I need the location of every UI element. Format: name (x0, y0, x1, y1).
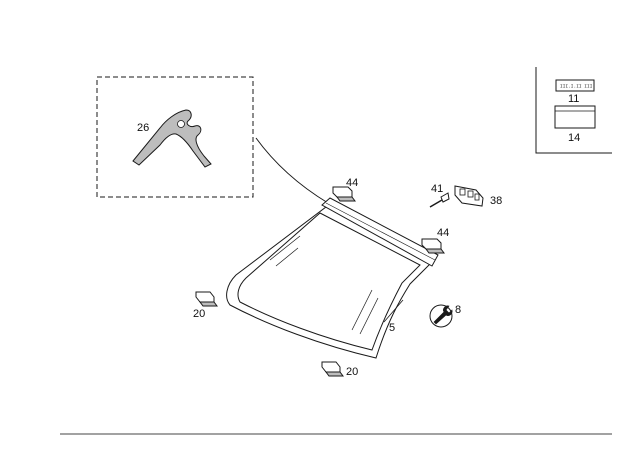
inset-leader-line (255, 137, 329, 204)
callout-11: 11 (568, 93, 579, 105)
reference-box: III.I.II III 11 14 (535, 67, 612, 154)
service-tool-8: 8 (429, 304, 461, 328)
windshield-glass-5: 5 (226, 206, 433, 359)
callout-38: 38 (490, 195, 502, 207)
wrench-icon (433, 305, 453, 325)
callout-5: 5 (389, 322, 395, 334)
block-20-left: 20 (193, 291, 218, 320)
callout-14: 14 (568, 132, 580, 144)
top-molding-strip (321, 197, 439, 267)
clip-44-top: 44 (332, 177, 358, 202)
callout-26: 26 (137, 122, 149, 134)
rivet-41: 41 (429, 183, 450, 208)
callout-8: 8 (455, 304, 461, 316)
callout-20-left: 20 (193, 308, 205, 320)
label-sticker-text: III.I.II III (560, 84, 593, 90)
callout-44-top: 44 (346, 177, 358, 189)
callout-20-bottom: 20 (346, 366, 358, 378)
seal-detail-inset: 26 (96, 76, 254, 198)
block-20-bottom: 20 (321, 361, 358, 378)
seal-profile-26 (132, 109, 212, 168)
callout-44-right: 44 (437, 227, 449, 239)
label-sticker-11 (555, 79, 595, 92)
clip-44-right: 44 (421, 227, 449, 254)
bracket-38: 38 (454, 185, 502, 207)
callout-41: 41 (431, 183, 443, 195)
panel-14 (554, 105, 596, 129)
